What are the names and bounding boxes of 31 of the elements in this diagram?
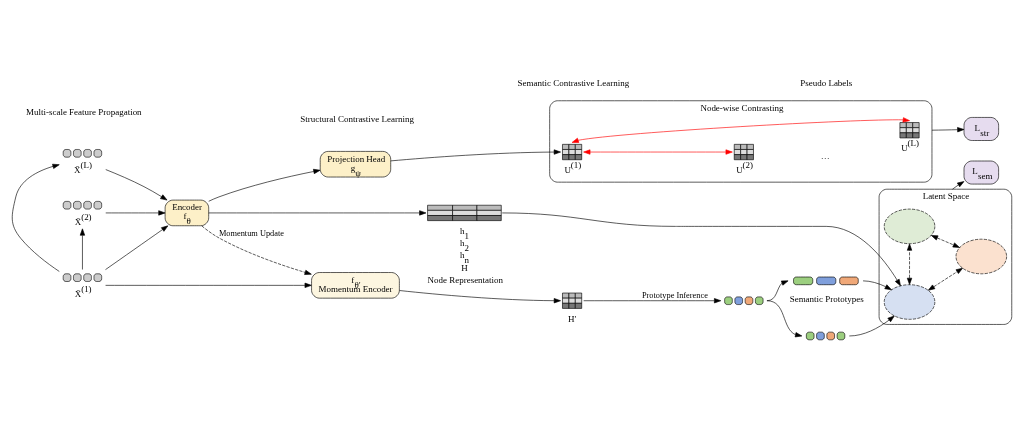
- node-label: H: [461, 262, 468, 273]
- arrow: [931, 234, 960, 248]
- arrow: [11, 163, 60, 272]
- arrow: [952, 180, 965, 190]
- node-ellipse: [883, 208, 936, 244]
- arrow: [105, 225, 169, 270]
- arrow: [931, 126, 965, 132]
- arrow: [390, 149, 561, 161]
- label: Semantic Contrastive Learning: [517, 77, 630, 88]
- arrow: [848, 315, 895, 336]
- node-label: H′: [567, 313, 577, 324]
- arrow: [79, 228, 85, 270]
- arrow: [928, 267, 963, 291]
- arrow: [399, 289, 561, 303]
- arrow: [766, 299, 803, 337]
- arrow: [208, 168, 321, 202]
- arrow: [583, 297, 722, 303]
- node-label: Node Representation: [427, 274, 504, 285]
- arrow: [208, 209, 427, 215]
- arrow: [201, 225, 312, 275]
- arrow: [105, 209, 166, 215]
- label: Structural Contrastive Learning: [300, 113, 414, 124]
- arrow: [862, 280, 892, 290]
- label: Pseudo Labels: [800, 77, 853, 88]
- label: Multi-scale Feature Propagation: [26, 106, 142, 117]
- arrow: [906, 243, 913, 285]
- arrow: [583, 148, 733, 155]
- arrow: [105, 168, 168, 200]
- arrow: [105, 282, 312, 288]
- label: …: [820, 150, 830, 161]
- node-label: Semantic Prototypes: [789, 293, 864, 304]
